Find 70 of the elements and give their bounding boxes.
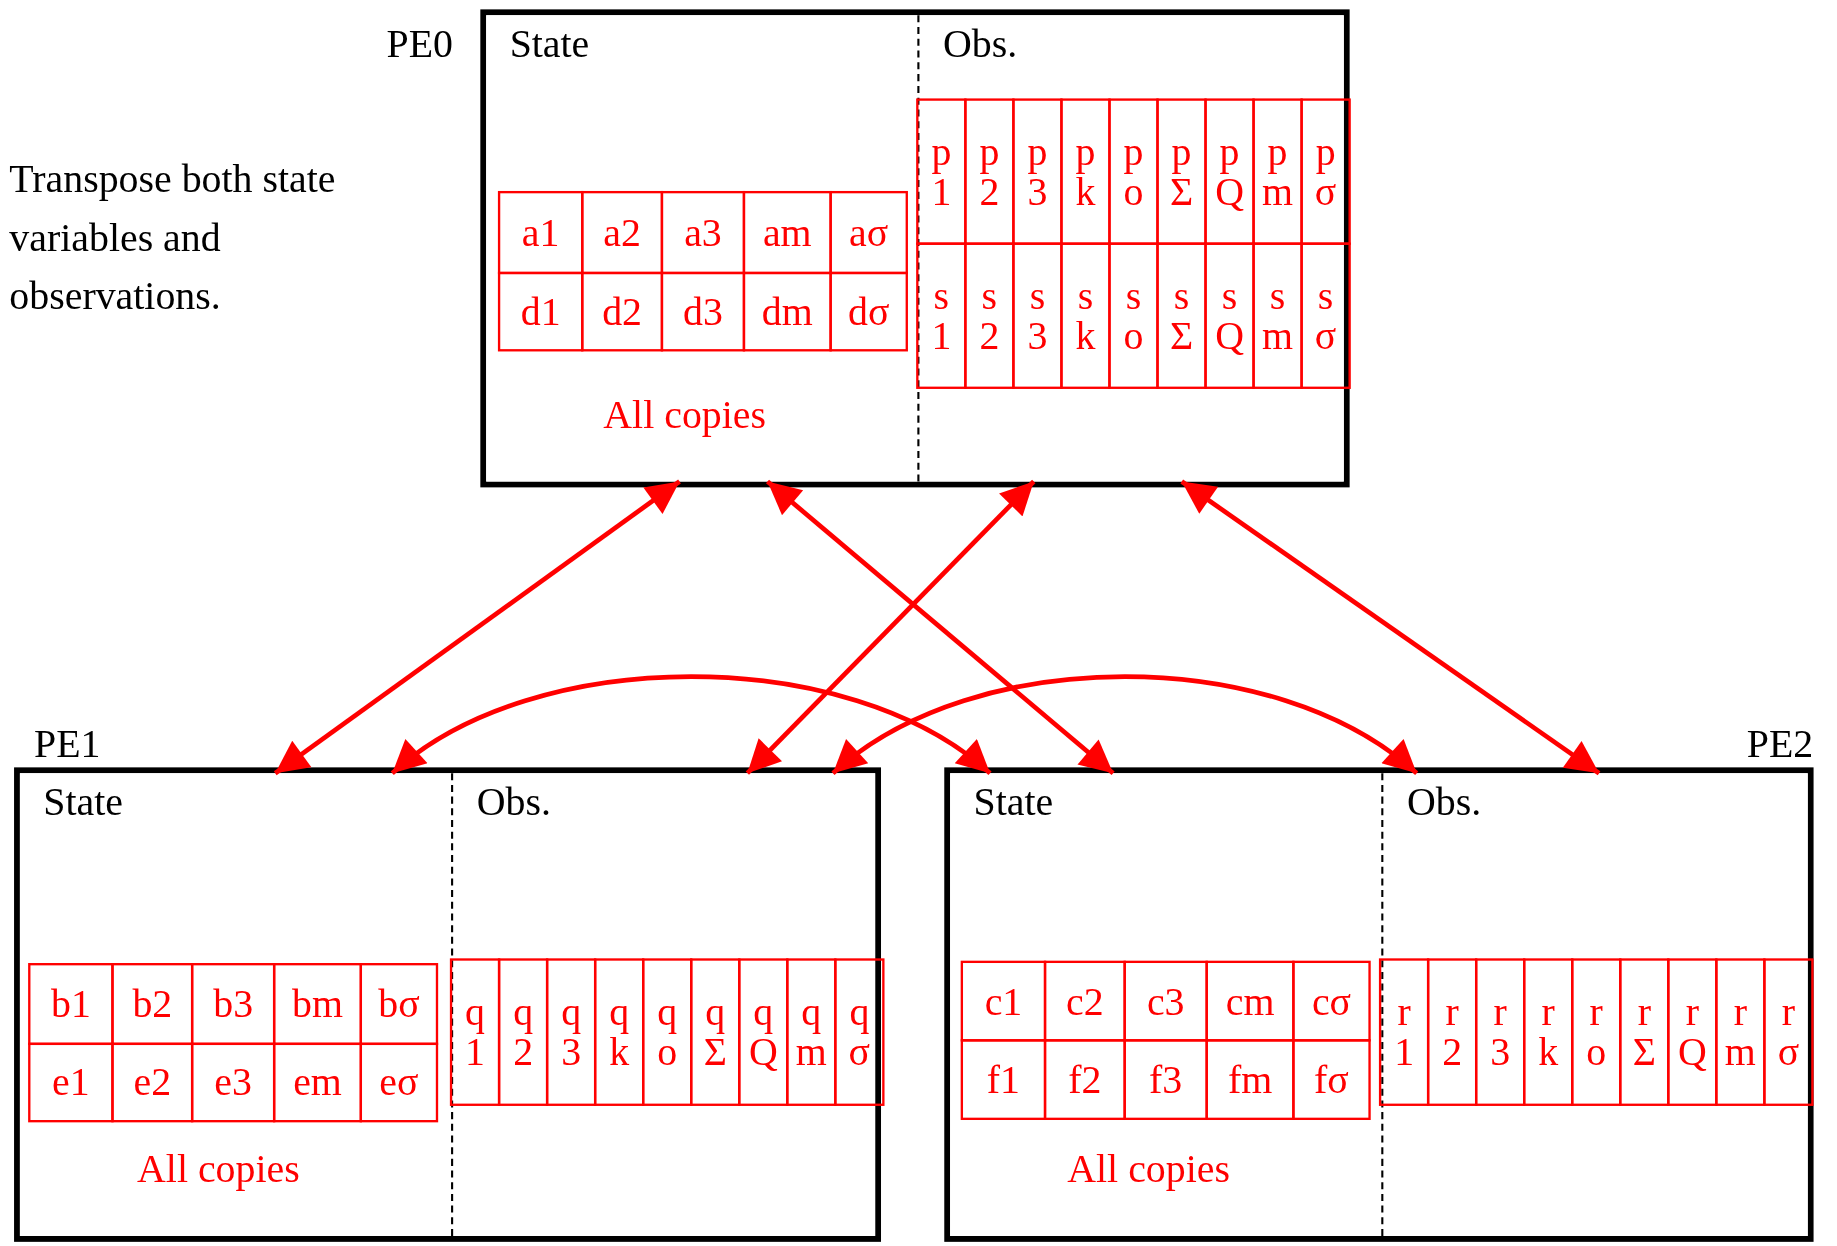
double-arrow [273, 479, 681, 776]
grid-cell: p 1 [916, 98, 967, 245]
grid-cell: s Σ [1156, 242, 1207, 389]
box-label: PE1 [34, 721, 101, 767]
double-arrow [390, 674, 992, 776]
grid-cell: p Σ [1156, 98, 1207, 245]
section-heading: Obs. [476, 780, 551, 825]
grid-cell: s k [1060, 242, 1111, 389]
grid-cell: c3 [1123, 960, 1208, 1042]
double-arrow [831, 674, 1419, 776]
grid-cell: r 3 [1475, 958, 1526, 1106]
grid-cell: s Q [1204, 242, 1255, 389]
grid-cell: q Q [738, 958, 789, 1106]
grid-cell: p m [1252, 98, 1303, 245]
state-panel [19, 773, 454, 1236]
grid-cell: fm [1205, 1039, 1295, 1120]
grid-cell: s 3 [1012, 242, 1063, 389]
grid-cell: r o [1571, 958, 1622, 1106]
grid-cell: cσ [1292, 960, 1371, 1042]
grid-cell: q k [594, 958, 645, 1106]
double-arrow [745, 479, 1036, 775]
section-heading: Obs. [943, 22, 1018, 67]
grid-cell: c2 [1043, 960, 1126, 1042]
section-note: All copies [1067, 1146, 1230, 1192]
grid-cell: s o [1108, 242, 1159, 389]
grid-cell: q Σ [690, 958, 741, 1106]
grid-cell: q o [642, 958, 693, 1106]
observation-panel [919, 15, 1344, 482]
state-panel [486, 15, 920, 482]
grid-cell: p o [1108, 98, 1159, 245]
grid-cell: e1 [28, 1042, 114, 1123]
grid-cell: eσ [359, 1042, 439, 1123]
grid-cell: s 1 [916, 242, 967, 389]
section-heading: State [43, 780, 123, 825]
grid-cell: p σ [1300, 98, 1351, 245]
double-arrow [1180, 479, 1601, 776]
section-note: All copies [137, 1146, 300, 1192]
box-label: PE2 [1746, 721, 1814, 767]
box-label: PE0 [386, 22, 454, 67]
grid-cell: p 2 [964, 98, 1015, 245]
grid-cell: r Q [1667, 958, 1718, 1106]
grid-cell: p 3 [1012, 98, 1063, 245]
observation-panel [1383, 773, 1808, 1236]
grid-cell: em [272, 1042, 362, 1123]
grid-cell: r Σ [1619, 958, 1670, 1106]
grid-cell: s m [1252, 242, 1303, 389]
grid-cell: r m [1715, 958, 1766, 1106]
grid-cell: d1 [497, 271, 584, 352]
grid-cell: r k [1523, 958, 1574, 1106]
grid-cell: p k [1060, 98, 1111, 245]
grid-cell: s 2 [964, 242, 1015, 389]
grid-cell: q m [786, 958, 837, 1106]
grid-cell: dσ [829, 271, 908, 352]
state-panel [950, 773, 1384, 1236]
section-heading: State [509, 22, 590, 67]
section-heading: Obs. [1407, 780, 1482, 825]
grid-cell: r σ [1763, 958, 1814, 1106]
grid-cell: cm [1205, 960, 1295, 1042]
note-text: Transpose both state variables and observations. [9, 156, 337, 320]
observation-panel [453, 773, 876, 1236]
double-arrow [766, 479, 1115, 776]
grid-cell: q σ [834, 958, 885, 1106]
grid-cell: fσ [1292, 1039, 1371, 1120]
grid-cell: s σ [1300, 242, 1351, 389]
grid-cell: dm [742, 271, 832, 352]
section-heading: State [973, 780, 1054, 825]
grid-cell: f2 [1043, 1039, 1126, 1120]
grid-cell: f3 [1123, 1039, 1208, 1120]
grid-cell: p Q [1204, 98, 1255, 245]
section-note: All copies [603, 392, 766, 437]
